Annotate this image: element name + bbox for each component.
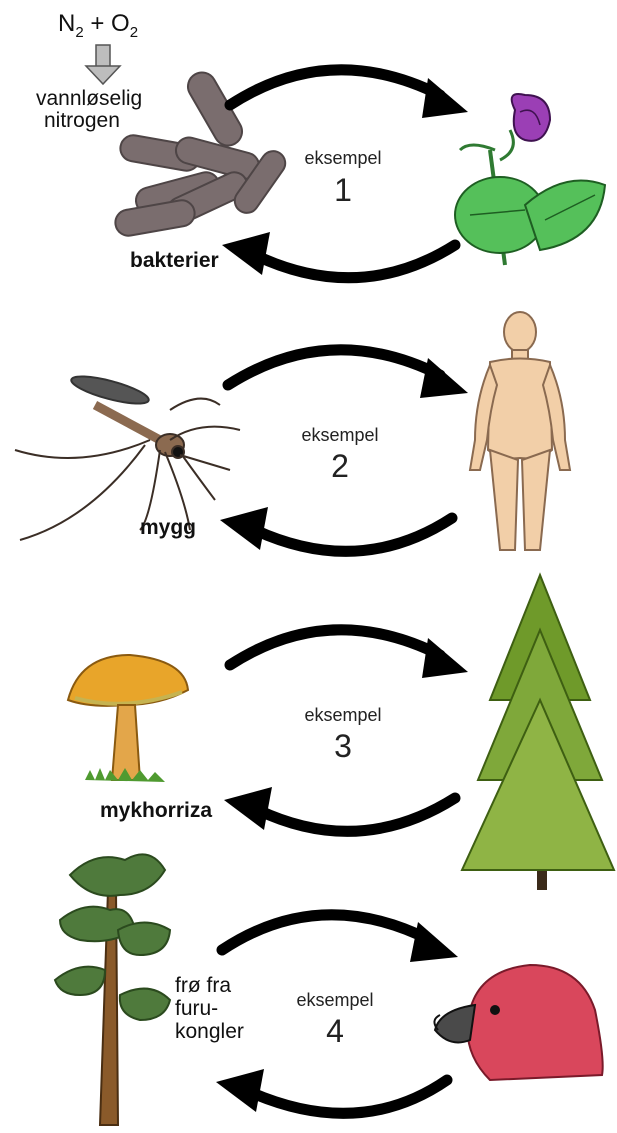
- formula-o-sub: 2: [130, 24, 138, 41]
- label-mykhorriza: mykhorriza: [100, 800, 212, 822]
- down-arrow-icon: [86, 45, 120, 84]
- mushroom-icon: [68, 655, 188, 782]
- label-mygg: mygg: [140, 517, 196, 539]
- label-furu: furu-: [175, 998, 218, 1020]
- label-fro-fra: frø fra: [175, 975, 231, 997]
- formula-n-sub: 2: [75, 24, 83, 41]
- nitrogen-formula: N2 + O2: [58, 10, 138, 41]
- example-3-number: 3: [283, 728, 403, 765]
- label-bakterier: bakterier: [130, 250, 219, 272]
- spruce-tree-icon: [462, 575, 614, 890]
- example-4-word: eksempel: [275, 990, 395, 1011]
- example-4-number: 4: [275, 1013, 395, 1050]
- crossbill-bird-icon: [434, 965, 602, 1080]
- example-3-word: eksempel: [283, 705, 403, 726]
- formula-plus: +: [84, 10, 111, 37]
- pea-plant-icon: [455, 94, 605, 265]
- arrow-left-bottom-3: [258, 798, 455, 831]
- formula-n: N: [58, 10, 75, 37]
- mosquito-icon: [15, 371, 240, 540]
- arrow-left-bottom-2: [255, 518, 452, 551]
- arrow-right-top-4: [222, 915, 430, 950]
- example-1-number: 1: [283, 172, 403, 209]
- example-2-number: 2: [280, 448, 400, 485]
- arrow-left-bottom-4: [250, 1080, 447, 1113]
- arrow-right-top-1: [230, 70, 440, 105]
- arrow-right-top-3: [230, 630, 440, 665]
- example-2-word: eksempel: [280, 425, 400, 446]
- arrow-left-bottom-1: [255, 245, 455, 278]
- label-nitrogen: nitrogen: [44, 110, 120, 132]
- label-kongler: kongler: [175, 1021, 244, 1043]
- example-1-word: eksempel: [283, 148, 403, 169]
- pine-tree-icon: [55, 854, 170, 1125]
- formula-o: O: [111, 10, 130, 37]
- label-vannloselig: vannløselig: [36, 88, 142, 110]
- arrow-right-top-2: [228, 350, 440, 385]
- human-figure-icon: [470, 312, 570, 550]
